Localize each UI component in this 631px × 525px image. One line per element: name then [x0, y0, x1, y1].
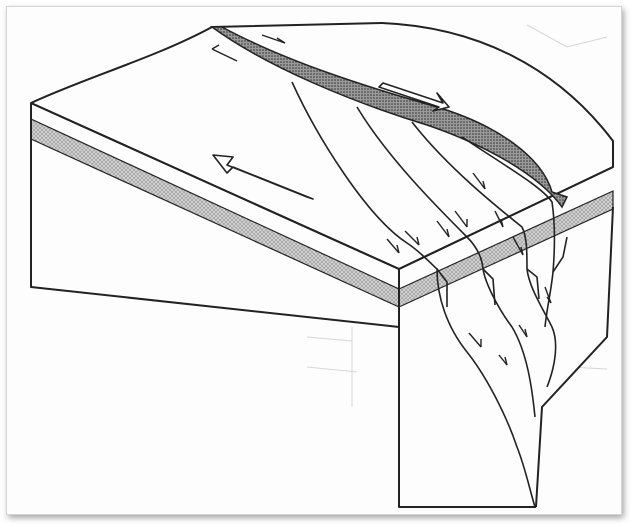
fault-gouge-zone	[209, 26, 569, 209]
strike-slip-fault-block-diagram	[30, 22, 614, 508]
fault-traces	[291, 81, 568, 508]
figure-frame	[6, 6, 622, 515]
block-outline	[30, 102, 614, 508]
slip-arrow-icon	[212, 82, 450, 200]
sense-arrow-icon	[211, 34, 552, 366]
block-top-surface	[30, 22, 614, 270]
